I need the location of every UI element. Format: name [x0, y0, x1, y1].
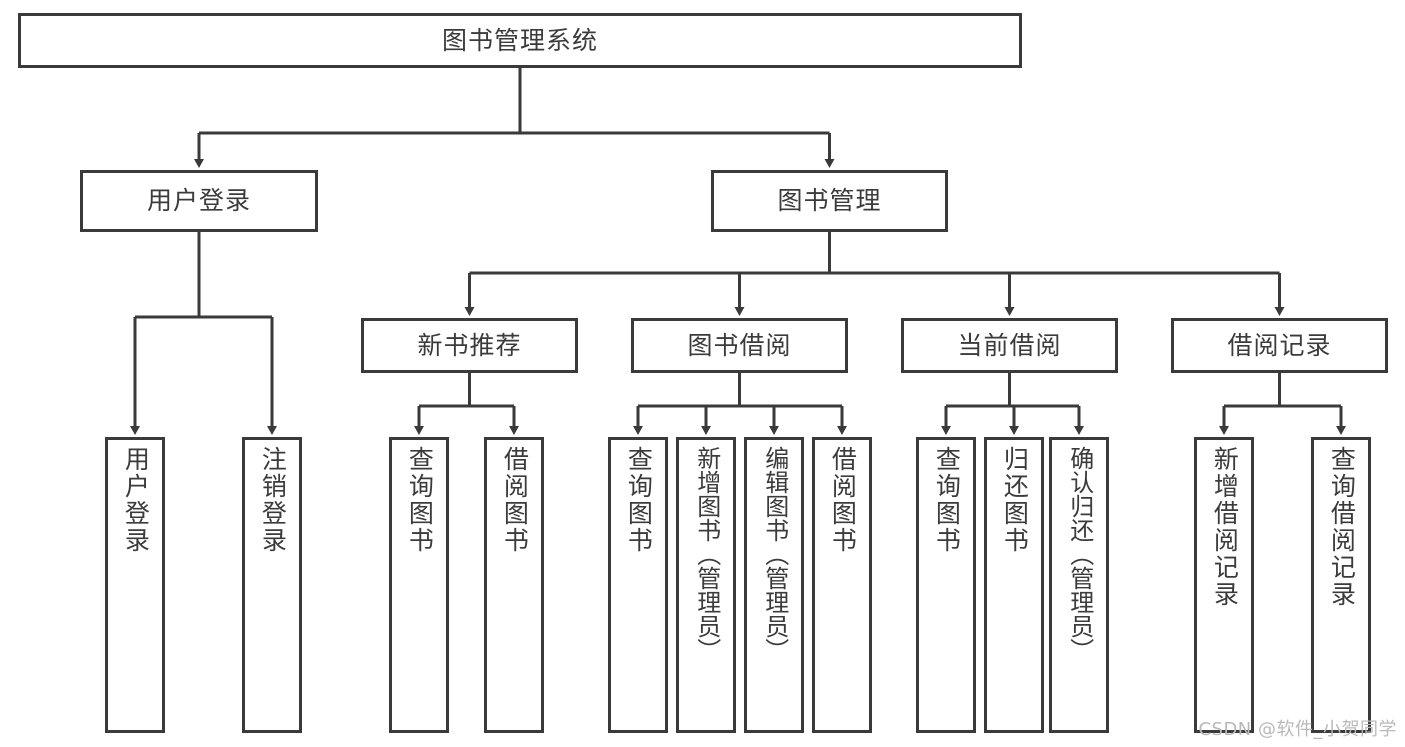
node-book-management[interactable]: 图书管理 — [711, 170, 948, 232]
node-leaf-edit-book-admin[interactable]: 编辑图书（管理员） — [744, 437, 804, 733]
node-label: 查询图书 — [932, 446, 962, 554]
node-label: 查询图书 — [624, 446, 654, 554]
node-label: 确认归还（管理员） — [1065, 446, 1094, 662]
node-label: 借阅图书 — [828, 446, 858, 554]
node-leaf-confirm-return-admin[interactable]: 确认归还（管理员） — [1049, 437, 1109, 733]
node-label: 当前借阅 — [957, 330, 1062, 360]
node-root[interactable]: 图书管理系统 — [18, 13, 1022, 68]
node-current-borrow[interactable]: 当前借阅 — [901, 318, 1118, 373]
node-leaf-query-borrow-record[interactable]: 查询借阅记录 — [1311, 437, 1371, 733]
node-label: 查询借阅记录 — [1327, 446, 1357, 608]
node-label: 编辑图书（管理员） — [760, 446, 789, 662]
node-user-login[interactable]: 用户登录 — [80, 170, 318, 232]
node-label: 查询图书 — [405, 446, 435, 554]
node-leaf-query-book-rec[interactable]: 查询图书 — [389, 437, 449, 733]
node-leaf-query-book-current[interactable]: 查询图书 — [916, 437, 976, 733]
node-leaf-user-login[interactable]: 用户登录 — [105, 437, 165, 733]
node-label: 用户登录 — [146, 186, 251, 216]
node-leaf-query-book-borrow[interactable]: 查询图书 — [608, 437, 668, 733]
node-label: 借阅记录 — [1227, 330, 1332, 360]
node-label: 新增图书（管理员） — [692, 446, 721, 662]
node-book-borrow[interactable]: 图书借阅 — [631, 318, 848, 373]
node-label: 新书推荐 — [417, 330, 522, 360]
node-label: 借阅图书 — [500, 446, 530, 554]
node-borrow-record[interactable]: 借阅记录 — [1171, 318, 1388, 373]
node-new-book-recommend[interactable]: 新书推荐 — [361, 318, 578, 373]
node-leaf-borrow-book-rec[interactable]: 借阅图书 — [484, 437, 544, 733]
node-label: 图书管理系统 — [441, 25, 598, 55]
node-leaf-logout-login[interactable]: 注销登录 — [242, 437, 302, 733]
node-label: 归还图书 — [1000, 446, 1030, 554]
node-label: 图书管理 — [777, 186, 882, 216]
node-leaf-return-book[interactable]: 归还图书 — [984, 437, 1044, 733]
node-label: 新增借阅记录 — [1210, 446, 1240, 608]
node-label: 图书借阅 — [687, 330, 792, 360]
node-label: 用户登录 — [121, 446, 151, 554]
node-leaf-borrow-book[interactable]: 借阅图书 — [812, 437, 872, 733]
node-label: 注销登录 — [258, 446, 288, 554]
node-leaf-add-book-admin[interactable]: 新增图书（管理员） — [676, 437, 736, 733]
node-leaf-add-borrow-record[interactable]: 新增借阅记录 — [1194, 437, 1254, 733]
